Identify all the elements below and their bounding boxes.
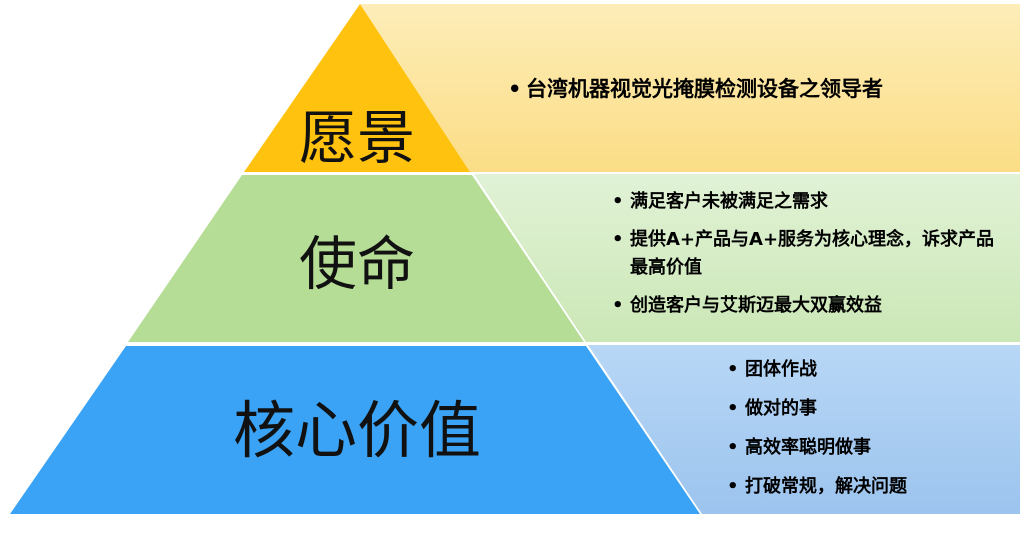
mission-title: 使命: [299, 230, 415, 298]
vision-title: 愿景: [299, 104, 415, 172]
values-title: 核心价值: [233, 394, 481, 467]
values-bullet: 高效率聪明做事: [727, 434, 1017, 462]
mission-bullet: 提供A+产品与A+服务为核心理念，诉求产品最高价值: [612, 226, 1012, 282]
vision-bullet: 台湾机器视觉光掩膜检测设备之领导者: [508, 72, 1008, 106]
values-panel: [588, 345, 1020, 514]
mission-bullet: 创造客户与艾斯迈最大双赢效益: [612, 292, 1012, 320]
vision-tier: [244, 4, 470, 172]
values-tier: [10, 346, 700, 514]
values-bullet: 团体作战: [727, 356, 1017, 384]
mission-tier: [128, 175, 584, 342]
vision-bullet-list: 台湾机器视觉光掩膜检测设备之领导者: [508, 72, 1008, 106]
mission-bullet-list: 满足客户未被满足之需求 提供A+产品与A+服务为核心理念，诉求产品最高价值 创造…: [612, 188, 1012, 330]
values-bullet-list: 团体作战 做对的事 高效率聪明做事 打破常规，解决问题: [727, 356, 1017, 512]
values-bullet: 打破常规，解决问题: [727, 473, 1017, 501]
mission-bullet: 满足客户未被满足之需求: [612, 188, 1012, 216]
values-bullet: 做对的事: [727, 395, 1017, 423]
